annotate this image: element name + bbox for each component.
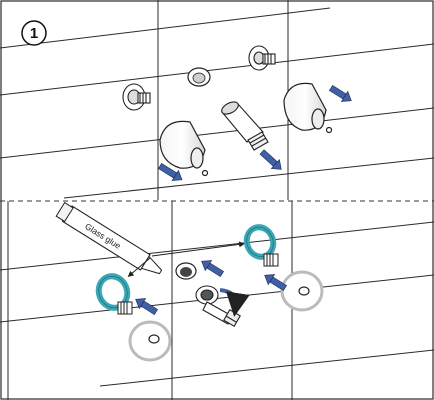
step-badge: 1 [21,20,47,46]
small-cap-bottom [175,262,197,280]
step-badge-icon [21,20,47,46]
wall-plate-icon [128,320,172,362]
arrow-icon [135,298,159,315]
arrow-icon [157,163,183,181]
tile-line [0,221,434,271]
wall-anchor-left [122,83,151,111]
arrows-top [157,85,352,181]
small-cap [187,67,211,87]
tile-line [99,349,434,387]
glue-indicator [151,241,245,257]
tile-line [63,157,434,199]
tile-line [0,43,434,96]
arrow-icon [259,149,282,170]
glue-tube-icon: Glass glue [55,201,163,275]
arrow-icon [328,85,352,102]
step-number: 1 [30,25,38,42]
arrow-icon [201,260,225,277]
glue-indicator [127,257,151,277]
rotate-arrow-icon [219,288,250,317]
bottom-panel [0,201,434,400]
top-panel [0,0,434,200]
tile-line [0,107,434,159]
cover-cap-right [283,82,333,134]
valve [195,285,250,327]
wall-anchor-bottom-left [117,301,133,315]
cover-cap-left [159,120,209,177]
tile-line [0,7,331,49]
wall-anchor-right [248,45,276,71]
arrows-bottom [135,260,288,315]
arrow-icon [264,274,288,291]
adapter [221,101,269,151]
wall-plate-icon [280,270,324,312]
wall-anchor-bottom-right [263,253,279,267]
